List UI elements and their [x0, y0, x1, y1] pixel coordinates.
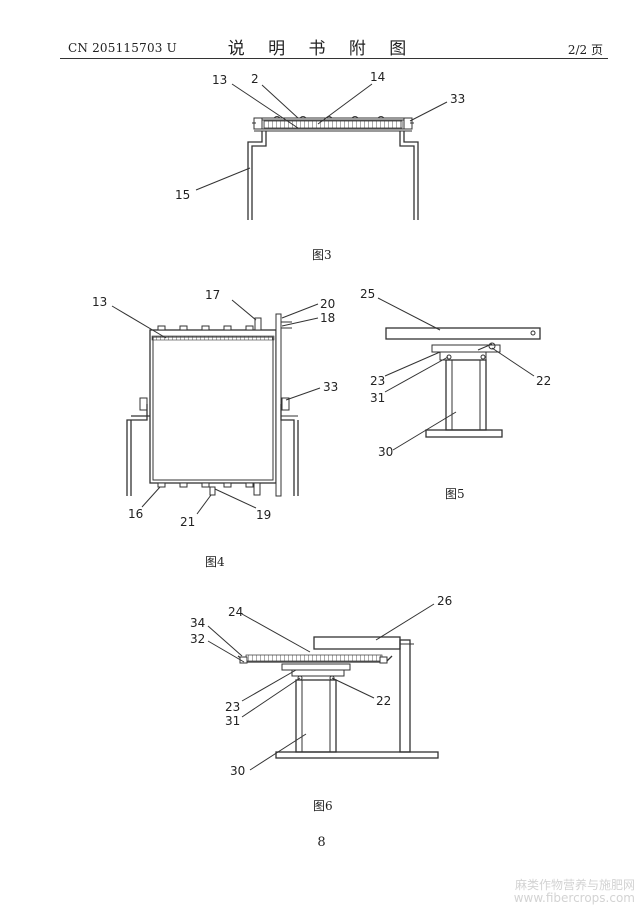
fig6-label-24: 24	[228, 605, 243, 619]
fig4-label-19: 19	[256, 508, 271, 522]
fig5-label-22: 22	[536, 374, 551, 388]
fig4-label-33: 33	[323, 380, 338, 394]
fig4-label-13: 13	[92, 295, 107, 309]
fig3-label-2: 2	[251, 72, 259, 86]
fig6-label-32: 32	[190, 632, 205, 646]
fig6-label-26: 26	[437, 594, 452, 608]
figure-4: 13 17 20 18 33 16 21 19	[92, 288, 338, 529]
fig3-caption: 图3	[312, 248, 332, 262]
fig3-drawing	[247, 116, 419, 220]
fig6-label-23: 23	[225, 700, 240, 714]
watermark-site-name: 麻类作物营养与施肥网	[514, 878, 635, 892]
fig4-label-21: 21	[180, 515, 195, 529]
figure-3: 13 2 14 33 15	[175, 70, 465, 220]
fig5-label-23: 23	[370, 374, 385, 388]
fig6-label-31: 31	[225, 714, 240, 728]
fig5-caption: 图5	[445, 487, 465, 501]
fig4-label-20: 20	[320, 297, 335, 311]
fig3-leaders	[195, 83, 448, 191]
fig3-label-33: 33	[450, 92, 465, 106]
fig3-label-15: 15	[175, 188, 190, 202]
fig5-drawing	[385, 327, 541, 438]
fig4-caption: 图4	[205, 555, 225, 569]
fig6-leaders	[207, 603, 435, 771]
fig5-label-31: 31	[370, 391, 385, 405]
fig5-label-25: 25	[360, 287, 375, 301]
fig4-drawing	[126, 313, 299, 497]
patent-number: CN 205115703 U	[68, 41, 177, 55]
page-ratio: 2/2 页	[567, 43, 603, 57]
fig6-drawing	[237, 636, 439, 759]
fig3-label-14: 14	[370, 70, 385, 84]
fig6-caption: 图6	[313, 799, 333, 813]
fig4-leaders	[111, 299, 321, 515]
figure-5: 25 23 31 22 30	[360, 287, 551, 459]
fig6-label-22: 22	[376, 694, 391, 708]
fig6-label-34: 34	[190, 616, 205, 630]
fig4-label-17: 17	[205, 288, 220, 302]
watermark: 麻类作物营养与施肥网 www.fibercrops.com	[514, 879, 635, 905]
watermark-url: www.fibercrops.com	[513, 891, 635, 905]
fig6-label-30: 30	[230, 764, 245, 778]
fig4-label-16: 16	[128, 507, 143, 521]
fig5-label-30: 30	[378, 445, 393, 459]
header-divider	[60, 58, 608, 59]
page-title: 说 明 书 附 图	[227, 39, 416, 59]
fig3-label-13: 13	[212, 73, 227, 87]
figure-6: 24 26 34 32 23 31 22 30	[190, 594, 452, 778]
fig5-leaders	[377, 297, 535, 451]
fig4-label-18: 18	[320, 311, 335, 325]
page-number: 8	[317, 835, 326, 850]
